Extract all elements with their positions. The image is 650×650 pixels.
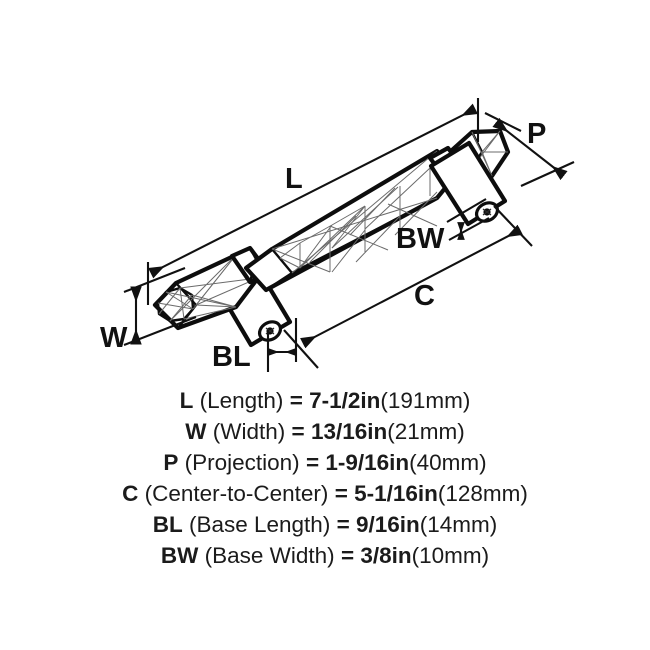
dimension-label-C: C (414, 280, 435, 312)
spec-row-base-width: BW (Base Width) = 3/8in(10mm) (0, 540, 650, 571)
right-screw-slot (482, 208, 492, 216)
spec-equals-L: = (289, 388, 303, 413)
spec-equals-BL: = (336, 512, 350, 537)
dimension-label-W: W (100, 322, 128, 354)
spec-row-base-length: BL (Base Length) = 9/16in(14mm) (0, 509, 650, 540)
C-extension-right (493, 205, 533, 247)
P-extension-bottom (520, 161, 575, 187)
drawing-background (0, 0, 650, 380)
spec-equals-BW: = (340, 543, 355, 568)
L-dimension-line (148, 103, 478, 279)
dimension-label-P: P (527, 118, 546, 150)
spec-code-BL: BL (152, 512, 183, 537)
spec-code-L: L (179, 388, 194, 413)
C-dimension-line (300, 224, 523, 349)
spec-row-projection: P (Projection) = 1-9/16in(40mm) (0, 447, 650, 478)
spec-metric-C: (128mm) (437, 481, 528, 506)
dimension-label-BW: BW (396, 223, 445, 255)
spec-metric-P: (40mm) (409, 450, 487, 475)
dimension-spec-list: L (Length) = 7-1/2in(191mm) W (Width) = … (0, 385, 650, 571)
W-extension-bottom (123, 316, 197, 346)
spec-imperial-L: 7-1/2in (309, 388, 381, 413)
spec-equals-W: = (291, 419, 305, 444)
spec-equals-P: = (305, 450, 320, 475)
spec-imperial-BW: 3/8in (360, 543, 412, 568)
spec-name-BL: (Base Length) (188, 512, 331, 537)
spec-name-C: (Center-to-Center) (144, 481, 329, 506)
spec-code-BW: BW (160, 543, 199, 568)
P-dimension-line (492, 117, 568, 181)
spec-name-P: (Projection) (184, 450, 300, 475)
spec-metric-L: (191mm) (380, 388, 471, 413)
spec-code-C: C (122, 481, 139, 506)
spec-row-center-to-center: C (Center-to-Center) = 5-1/16in(128mm) (0, 478, 650, 509)
spec-imperial-C: 5-1/16in (354, 481, 438, 506)
spec-name-L: (Length) (199, 388, 284, 413)
spec-equals-C: = (334, 481, 348, 506)
spec-name-BW: (Base Width) (204, 543, 335, 568)
spec-code-W: W (185, 419, 207, 444)
spec-row-width: W (Width) = 13/16in(21mm) (0, 416, 650, 447)
W-extension-top (123, 267, 186, 293)
spec-code-P: P (163, 450, 179, 475)
dimension-label-BL: BL (212, 341, 251, 373)
dimension-P (484, 112, 575, 187)
spec-metric-BW: (10mm) (411, 543, 490, 568)
spec-imperial-W: 13/16in (310, 419, 388, 444)
spec-imperial-P: 1-9/16in (325, 450, 410, 475)
spec-row-length: L (Length) = 7-1/2in(191mm) (0, 385, 650, 416)
spec-imperial-BL: 9/16in (355, 512, 420, 537)
dimension-label-L: L (285, 163, 303, 195)
dimension-C (283, 205, 533, 369)
technical-drawing-area: L W P C BL BW (0, 0, 650, 380)
spec-metric-BL: (14mm) (419, 512, 498, 537)
handle-technical-drawing: L W P C BL BW (0, 0, 650, 380)
spec-metric-W: (21mm) (387, 419, 465, 444)
dimension-BL (266, 318, 298, 372)
C-extension-left (283, 329, 319, 369)
dimension-BW (446, 198, 490, 241)
BW-extension-bottom (448, 217, 490, 241)
BW-extension-top (446, 198, 487, 223)
spec-name-W: (Width) (212, 419, 286, 444)
P-extension-top (484, 112, 522, 132)
dimension-W (123, 267, 197, 346)
